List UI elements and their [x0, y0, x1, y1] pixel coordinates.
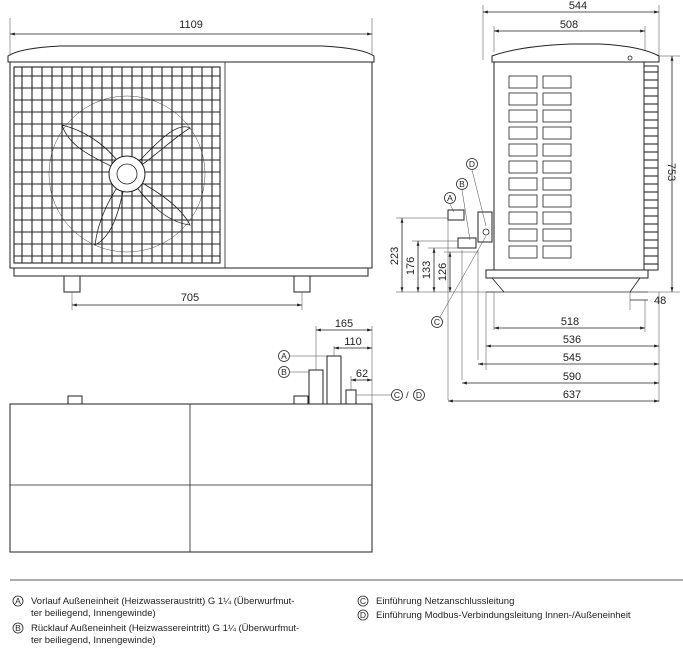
side-height-label: 753: [665, 163, 677, 181]
side-roof: [491, 43, 660, 63]
front-left-foot: [63, 275, 81, 293]
side-callout-d: D: [466, 158, 487, 227]
side-rear-grill: [644, 71, 658, 265]
side-dim-545-label: 545: [563, 352, 581, 364]
svg-text:A: A: [281, 351, 287, 361]
top-pipe-b: [308, 369, 324, 405]
svg-text:B: B: [15, 623, 21, 633]
side-louver-slots: [508, 75, 572, 259]
front-base: [13, 267, 369, 277]
top-callout-c-d: C / D: [356, 389, 425, 401]
top-dim-110-label: 110: [344, 336, 362, 348]
front-housing: [9, 61, 373, 269]
top-view: 165 110 62 A B C / D: [9, 318, 425, 553]
side-foot-48-label: 48: [654, 295, 666, 307]
svg-text:Einführung Netzanschlussleitun: Einführung Netzanschlussleitung: [376, 596, 514, 607]
svg-text:Rücklauf Außeneinheit (Heizwas: Rücklauf Außeneinheit (Heizwassereintrit…: [31, 623, 299, 634]
side-dim-126-label: 126: [437, 263, 449, 281]
svg-text:Einführung Modbus-Verbindungsl: Einführung Modbus-Verbindungsleitung Inn…: [376, 610, 631, 621]
side-depth-508-label: 508: [560, 19, 578, 31]
top-callout-a: A: [278, 350, 327, 362]
side-callout-b: B: [456, 178, 471, 241]
side-housing: [493, 61, 645, 271]
top-dim-165-label: 165: [335, 318, 353, 330]
top-cable-entry: [345, 389, 357, 405]
side-dim-536-label: 536: [563, 334, 581, 346]
side-dim-637-label: 637: [563, 389, 581, 401]
svg-text:D: D: [469, 159, 475, 169]
legend: A Vorlauf Außeneinheit (Heizwasseraustri…: [12, 595, 631, 646]
top-callout-b: B: [278, 366, 309, 378]
front-feet-label: 705: [181, 292, 199, 304]
front-roof: [7, 45, 375, 63]
side-depth-544-label: 544: [569, 0, 587, 12]
legend-item-b: B Rücklauf Außeneinheit (Heizwassereintr…: [12, 622, 299, 646]
svg-text:D: D: [360, 610, 366, 620]
side-base: [485, 269, 649, 279]
legend-item-a: A Vorlauf Außeneinheit (Heizwasseraustri…: [12, 595, 294, 619]
top-dim-62-label: 62: [356, 368, 368, 380]
svg-text:Vorlauf Außeneinheit (Heizwass: Vorlauf Außeneinheit (Heizwasseraustritt…: [31, 596, 294, 607]
legend-item-d: D Einführung Modbus-Verbindungsleitung I…: [357, 609, 631, 621]
front-view: 1109: [7, 18, 375, 310]
svg-text:D: D: [416, 390, 422, 400]
svg-text:/: /: [406, 390, 409, 401]
front-fan-grill: [13, 66, 221, 264]
svg-text:ter beiliegend, Innengewinde): ter beiliegend, Innengewinde): [31, 608, 156, 619]
side-dim-176-label: 176: [405, 257, 417, 275]
legend-item-c: C Einführung Netzanschlussleitung: [357, 595, 514, 607]
top-housing: [9, 403, 373, 553]
side-dim-590-label: 590: [563, 371, 581, 383]
svg-text:ter beiliegend, Innengewinde): ter beiliegend, Innengewinde): [31, 635, 156, 646]
front-width-label: 1109: [179, 19, 203, 31]
side-dim-223-label: 223: [389, 247, 401, 265]
svg-text:A: A: [447, 193, 453, 203]
side-dim-133-label: 133: [421, 261, 433, 279]
front-right-foot: [293, 275, 311, 293]
side-view: 544 508: [389, 0, 680, 403]
svg-text:B: B: [281, 367, 287, 377]
top-pipe-a: [326, 355, 342, 405]
svg-text:C: C: [360, 596, 366, 606]
svg-text:A: A: [15, 596, 21, 606]
side-callout-a: A: [444, 192, 456, 213]
side-dim-518-label: 518: [561, 316, 579, 328]
svg-text:B: B: [459, 179, 465, 189]
svg-text:C: C: [434, 317, 440, 327]
svg-text:C: C: [394, 390, 400, 400]
side-callout-c: C: [431, 235, 487, 328]
